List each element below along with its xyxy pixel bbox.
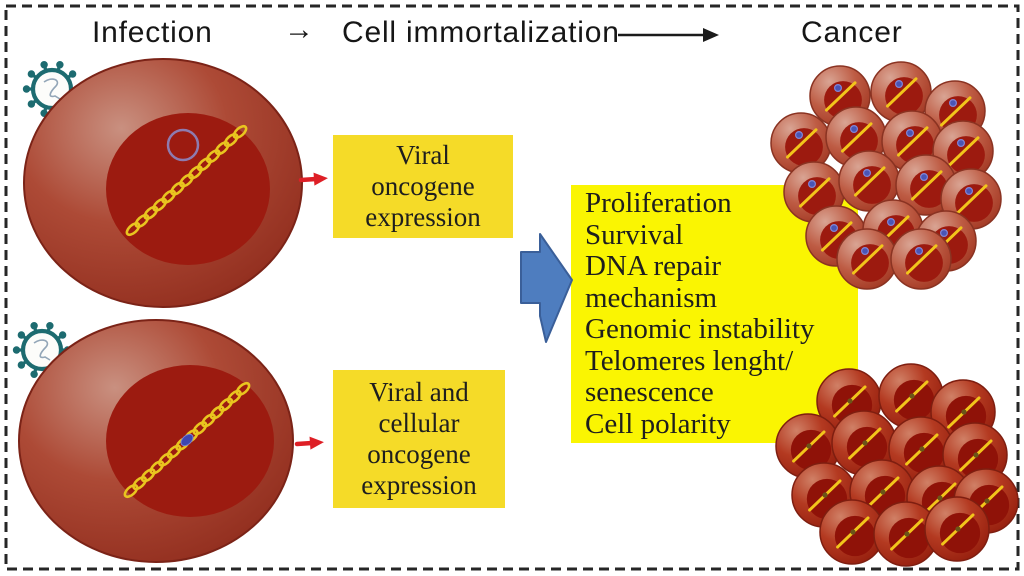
cancer-cell-integrated	[873, 501, 939, 567]
box-line: mechanism	[585, 281, 718, 314]
box-line: Viral and	[369, 377, 469, 407]
box-line: DNA repair	[585, 250, 722, 282]
dna-chain-icon	[125, 124, 248, 237]
cancer-cell-integrated	[831, 410, 897, 476]
infected-cell-integrated	[12, 319, 294, 563]
cancer-cell-integrated	[819, 499, 885, 565]
viral-cellular-oncogene-box: Viral and cellular oncogene expression	[333, 370, 505, 508]
infected-cell-episomal	[22, 58, 303, 308]
red-arrow-icon	[294, 436, 324, 450]
viral-oncogene-box: Viral oncogene expression	[333, 135, 513, 238]
box-line: cellular	[378, 408, 460, 438]
box-line: Proliferation	[585, 187, 732, 219]
box-line: oncogene	[371, 171, 475, 201]
integrated-viral-dna-icon	[180, 433, 194, 447]
header-cell-immortalization: Cell immortalization	[342, 16, 620, 49]
box-line: Telomeres lenght/	[585, 344, 794, 377]
cancer-cell-episomal	[870, 61, 932, 123]
short-arrow-icon: →	[284, 13, 315, 46]
cancer-cell-episomal	[838, 150, 900, 212]
box-line: Viral	[396, 140, 450, 170]
cancer-cell-episomal	[836, 228, 898, 290]
cancer-cell-episomal	[890, 228, 952, 290]
header-cancer: Cancer	[801, 16, 903, 49]
long-arrow-icon	[618, 28, 719, 42]
cancer-cell-episomal	[770, 112, 832, 174]
box-line: senescence	[585, 376, 714, 408]
blue-block-arrow-icon	[520, 233, 573, 343]
cancer-cell-integrated	[924, 496, 990, 562]
red-arrow-icon	[298, 172, 328, 186]
virus-icon	[12, 322, 72, 378]
box-line: expression	[365, 202, 481, 232]
dashed-border	[4, 4, 1020, 571]
cell-nucleus	[106, 113, 270, 265]
dna-chain-icon	[123, 381, 251, 499]
header-infection: Infection	[92, 16, 213, 49]
box-line: oncogene	[367, 439, 471, 469]
cancer-cluster-integrated	[775, 363, 1019, 567]
cancer-hallmarks-box: Proliferation Survival DNA repair mechan…	[571, 185, 858, 443]
box-line: Cell polarity	[585, 407, 731, 440]
box-line: Survival	[585, 218, 684, 251]
box-line: Genomic instability	[585, 313, 815, 345]
box-line: expression	[361, 470, 477, 500]
cancer-cell-integrated	[888, 416, 954, 482]
cancer-cluster-episomal	[770, 61, 1002, 290]
viral-episome-icon	[166, 128, 200, 162]
